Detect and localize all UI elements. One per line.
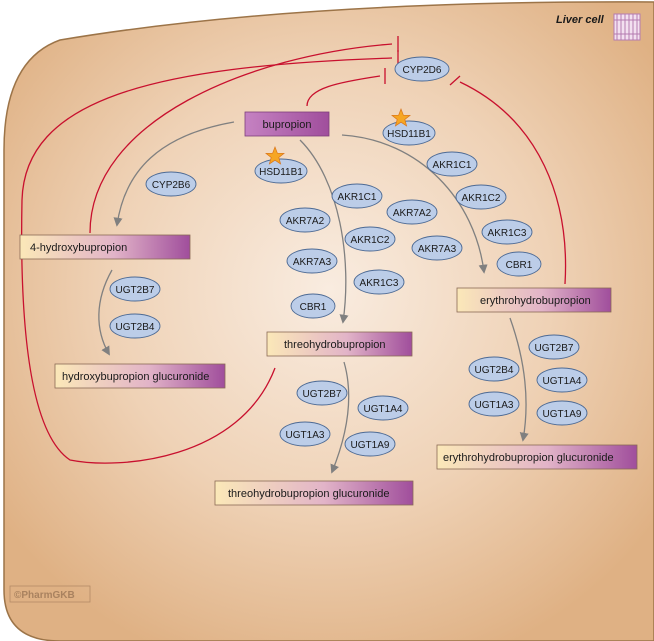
liver-cell-body xyxy=(3,1,654,641)
enzyme-label: CBR1 xyxy=(506,260,533,271)
inhibition-lines xyxy=(20,36,567,464)
inhibition-bupropion-cyp2d6 xyxy=(306,75,381,107)
enzyme-akr1c1-erythro: AKR1C1 xyxy=(426,151,478,177)
metabolite-label: bupropion xyxy=(263,119,312,131)
metabolite-bupropion: bupropion xyxy=(244,111,330,137)
enzyme-label: CYP2D6 xyxy=(403,65,442,76)
enzyme-label: UGT2B4 xyxy=(116,322,155,333)
enzyme-label: HSD11B1 xyxy=(387,129,431,140)
enzyme-ugt2b4-erythro: UGT2B4 xyxy=(468,356,520,382)
enzyme-akr1c2-erythro: AKR1C2 xyxy=(455,184,507,210)
enzyme-label: UGT1A4 xyxy=(543,376,582,387)
pharmgkb-watermark: ©PharmGKB xyxy=(9,585,91,603)
liver-cell-label: Liver cell xyxy=(556,14,605,26)
inhibition-bar-4 xyxy=(449,75,461,86)
enzyme-label: UGT1A4 xyxy=(364,404,403,415)
enzyme-akr1c3-erythro: AKR1C3 xyxy=(481,219,533,245)
inhibition-threo-cyp2d6 xyxy=(20,57,393,464)
enzyme-akr1c3-threo: AKR1C3 xyxy=(353,269,405,295)
enzyme-label: AKR1C3 xyxy=(488,228,527,239)
metabolite-hydroxybupropion: 4-hydroxybupropion xyxy=(19,234,191,260)
metabolite-threohydrobupropion-glucuronide: threohydrobupropion glucuronide xyxy=(214,480,414,506)
membrane-icon xyxy=(613,13,641,41)
enzyme-label: AKR1C2 xyxy=(462,193,501,204)
arrow-erythro-to-glucuronide xyxy=(509,317,529,442)
enzyme-label: AKR7A2 xyxy=(286,216,325,227)
metabolite-label: hydroxybupropion glucuronide xyxy=(62,371,209,383)
enzyme-ugt1a4-threo: UGT1A4 xyxy=(357,395,409,421)
enzyme-ugt1a9-threo: UGT1A9 xyxy=(344,431,396,457)
enzyme-label: UGT2B4 xyxy=(475,365,514,376)
arrow-bupropion-to-hydroxy xyxy=(113,121,235,227)
metabolite-label: 4-hydroxybupropion xyxy=(30,242,127,254)
enzyme-label: UGT2B7 xyxy=(303,389,342,400)
metabolite-label: erythrohydrobupropion glucuronide xyxy=(443,452,614,464)
enzyme-label: CBR1 xyxy=(300,302,327,313)
enzyme-label: CYP2B6 xyxy=(152,180,191,191)
metabolite-hydroxybupropion-glucuronide: hydroxybupropion glucuronide xyxy=(54,363,226,389)
inhibition-erythro-cyp2d6 xyxy=(459,81,567,285)
enzyme-label: AKR7A3 xyxy=(293,257,332,268)
arrow-bupropion-to-threo xyxy=(299,139,349,324)
enzyme-label: UGT2B7 xyxy=(535,343,574,354)
enzyme-ugt2b7-hydroxy: UGT2B7 xyxy=(109,276,161,302)
metabolic-arrows xyxy=(98,121,529,474)
enzyme-cyp2d6: CYP2D6 xyxy=(394,56,450,82)
enzyme-label: HSD11B1 xyxy=(259,167,303,178)
enzyme-label: AKR7A3 xyxy=(418,244,457,255)
metabolite-erythrohydrobupropion-glucuronide: erythrohydrobupropion glucuronide xyxy=(436,444,638,470)
enzyme-ugt1a4-erythro: UGT1A4 xyxy=(536,367,588,393)
inhibition-hydroxy-cyp2d6 xyxy=(89,43,393,234)
enzyme-label: AKR1C2 xyxy=(351,235,390,246)
arrow-bupropion-to-erythro xyxy=(341,134,488,274)
enzyme-akr7a3-threo-b: AKR7A3 xyxy=(411,235,463,261)
enzyme-akr7a2-threo-b: AKR7A2 xyxy=(386,199,438,225)
enzyme-akr7a3-threo-a: AKR7A3 xyxy=(286,248,338,274)
enzyme-label: AKR1C1 xyxy=(338,192,377,203)
enzyme-ugt1a3-threo: UGT1A3 xyxy=(279,421,331,447)
enzyme-label: UGT2B7 xyxy=(116,285,155,296)
enzyme-label: AKR1C3 xyxy=(360,278,399,289)
enzyme-hsd11b1-erythro: HSD11B1 xyxy=(382,108,436,146)
watermark-label: ©PharmGKB xyxy=(14,590,75,601)
enzyme-cbr1-threo: CBR1 xyxy=(290,293,336,319)
metabolite-threohydrobupropion: threohydrobupropion xyxy=(266,331,413,357)
enzyme-akr1c1-threo: AKR1C1 xyxy=(331,183,383,209)
enzyme-ugt1a3-erythro: UGT1A3 xyxy=(468,391,520,417)
enzyme-hsd11b1-threo: HSD11B1 xyxy=(254,146,308,184)
star-icon xyxy=(265,146,285,165)
enzyme-label: UGT1A3 xyxy=(286,430,325,441)
enzyme-label: UGT1A9 xyxy=(543,409,582,420)
enzyme-label: UGT1A9 xyxy=(351,440,390,451)
enzyme-cyp2b6: CYP2B6 xyxy=(145,171,197,197)
enzyme-label: AKR7A2 xyxy=(393,208,432,219)
enzyme-ugt2b7-erythro: UGT2B7 xyxy=(528,334,580,360)
enzyme-label: UGT1A3 xyxy=(475,400,514,411)
metabolite-label: erythrohydrobupropion xyxy=(480,295,591,307)
enzyme-ugt1a9-erythro: UGT1A9 xyxy=(536,400,588,426)
metabolite-label: threohydrobupropion xyxy=(284,339,386,351)
enzyme-ugt2b7-threo: UGT2B7 xyxy=(296,380,348,406)
star-icon xyxy=(391,108,411,127)
enzyme-cbr1-erythro: CBR1 xyxy=(496,251,542,277)
metabolite-erythrohydrobupropion: erythrohydrobupropion xyxy=(456,287,612,313)
arrow-threo-to-glucuronide xyxy=(330,361,350,474)
arrow-hydroxy-to-glucuronide xyxy=(98,269,113,356)
enzyme-akr7a2-threo-a: AKR7A2 xyxy=(279,207,331,233)
metabolite-label: threohydrobupropion glucuronide xyxy=(228,488,389,500)
enzyme-label: AKR1C1 xyxy=(433,160,472,171)
enzyme-ugt2b4-hydroxy: UGT2B4 xyxy=(109,313,161,339)
enzyme-akr1c2-threo: AKR1C2 xyxy=(344,226,396,252)
